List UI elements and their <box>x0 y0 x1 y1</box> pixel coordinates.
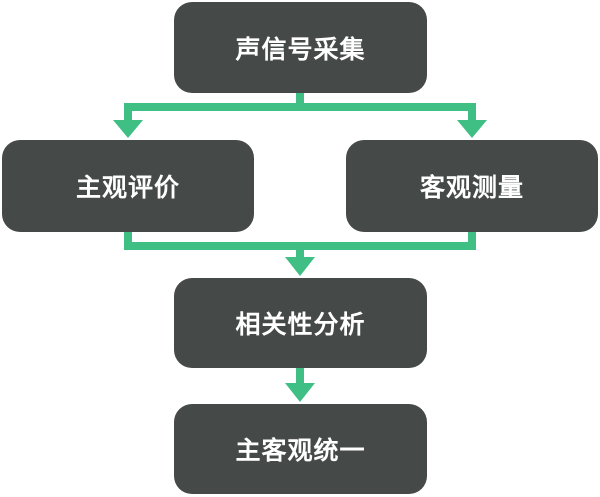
node-signal-collection: 声信号采集 <box>174 2 427 93</box>
node-subjective-evaluation: 主观评价 <box>2 140 254 232</box>
arrowhead-right-icon <box>457 120 487 138</box>
node-objective-measurement: 客观测量 <box>346 140 598 232</box>
arrowhead-merge-icon <box>285 257 315 276</box>
node-label: 客观测量 <box>419 173 524 202</box>
arrowhead-unify-icon <box>285 383 315 402</box>
arrowhead-left-icon <box>113 120 143 138</box>
node-label: 主观评价 <box>75 173 180 202</box>
node-label: 主客观统一 <box>235 436 366 465</box>
node-label: 声信号采集 <box>235 34 366 64</box>
node-label: 相关性分析 <box>235 310 366 339</box>
node-subjective-objective-unification: 主客观统一 <box>174 404 427 494</box>
node-correlation-analysis: 相关性分析 <box>174 278 427 368</box>
